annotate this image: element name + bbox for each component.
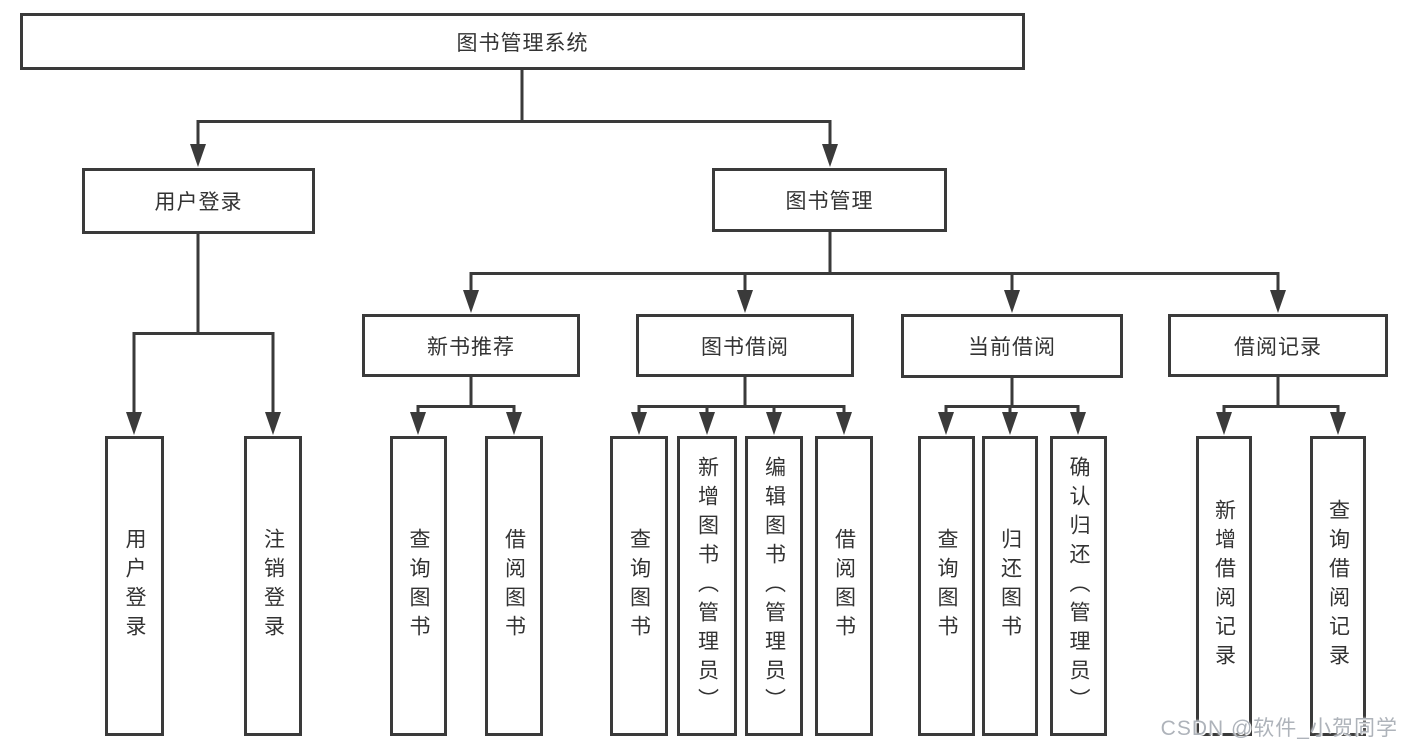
leaf-return-books: 归还图书 [982, 436, 1038, 736]
node-borrow-records: 借阅记录 [1168, 314, 1388, 377]
node-root-system: 图书管理系统 [20, 13, 1025, 70]
leaf-confirm-return-admin-label: 确认归还（管理员） [1067, 455, 1090, 717]
leaf-borrow-books-recommend-label: 借阅图书 [502, 528, 526, 644]
arrowheads-new-book-group [410, 412, 522, 435]
leaf-user-login: 用户登录 [105, 436, 164, 736]
leaf-logout-label: 注销登录 [261, 528, 285, 644]
leaf-query-books-borrow-label: 查询图书 [627, 528, 651, 644]
connector-book-borrow-group [637, 377, 846, 414]
leaf-edit-books-admin: 编辑图书（管理员） [745, 436, 803, 736]
node-current-borrow: 当前借阅 [901, 314, 1123, 378]
leaf-query-books-current: 查询图书 [918, 436, 975, 736]
arrowheads-current-borrow-group [938, 412, 1086, 435]
leaf-add-borrow-record-label: 新增借阅记录 [1212, 499, 1236, 673]
connector-borrow-records-group [1222, 377, 1340, 414]
leaf-add-books-admin-label: 新增图书（管理员） [695, 455, 719, 717]
node-book-borrow: 图书借阅 [636, 314, 854, 377]
node-book-management-label: 图书管理 [785, 190, 874, 213]
connector-book-management-group [469, 232, 1280, 292]
leaf-borrow-books: 借阅图书 [815, 436, 873, 736]
arrowheads-level3 [463, 290, 1286, 313]
node-book-borrow-label: 图书借阅 [701, 335, 789, 359]
node-borrow-records-label: 借阅记录 [1234, 335, 1322, 359]
leaf-add-borrow-record: 新增借阅记录 [1196, 436, 1252, 736]
leaf-return-books-label: 归还图书 [998, 528, 1022, 644]
leaf-borrow-books-recommend: 借阅图书 [485, 436, 543, 736]
leaf-query-borrow-record-label: 查询借阅记录 [1326, 499, 1350, 673]
csdn-watermark: CSDN @软件_小贺同学 [1160, 717, 1398, 740]
leaf-logout: 注销登录 [244, 436, 302, 736]
leaf-confirm-return-admin: 确认归还（管理员） [1050, 436, 1107, 736]
leaf-query-books-borrow: 查询图书 [610, 436, 668, 736]
leaf-edit-books-admin-label: 编辑图书（管理员） [762, 455, 786, 717]
node-book-management: 图书管理 [712, 168, 947, 232]
leaf-query-borrow-record: 查询借阅记录 [1310, 436, 1366, 736]
arrowheads-user-login-group [126, 412, 281, 435]
arrowheads-borrow-records-group [1216, 412, 1346, 435]
node-root-system-label: 图书管理系统 [456, 31, 589, 55]
leaf-query-books-recommend: 查询图书 [390, 436, 447, 736]
connector-new-book-group [416, 377, 516, 414]
leaf-user-login-label: 用户登录 [123, 528, 146, 644]
leaf-query-books-current-label: 查询图书 [935, 528, 958, 644]
connector-user-login-group [132, 234, 275, 414]
arrowheads-level2 [190, 144, 838, 167]
connector-current-borrow-group [944, 378, 1080, 414]
node-user-login-label: 用户登录 [154, 191, 243, 214]
node-user-login: 用户登录 [82, 168, 315, 234]
leaf-query-books-recommend-label: 查询图书 [407, 528, 430, 644]
arrowheads-book-borrow-group [631, 412, 852, 435]
leaf-borrow-books-label: 借阅图书 [832, 528, 856, 644]
node-new-book-recommend-label: 新书推荐 [427, 335, 515, 359]
node-current-borrow-label: 当前借阅 [968, 336, 1056, 359]
connector-root-to-level2 [196, 70, 832, 148]
leaf-add-books-admin: 新增图书（管理员） [677, 436, 737, 736]
node-new-book-recommend: 新书推荐 [362, 314, 580, 377]
